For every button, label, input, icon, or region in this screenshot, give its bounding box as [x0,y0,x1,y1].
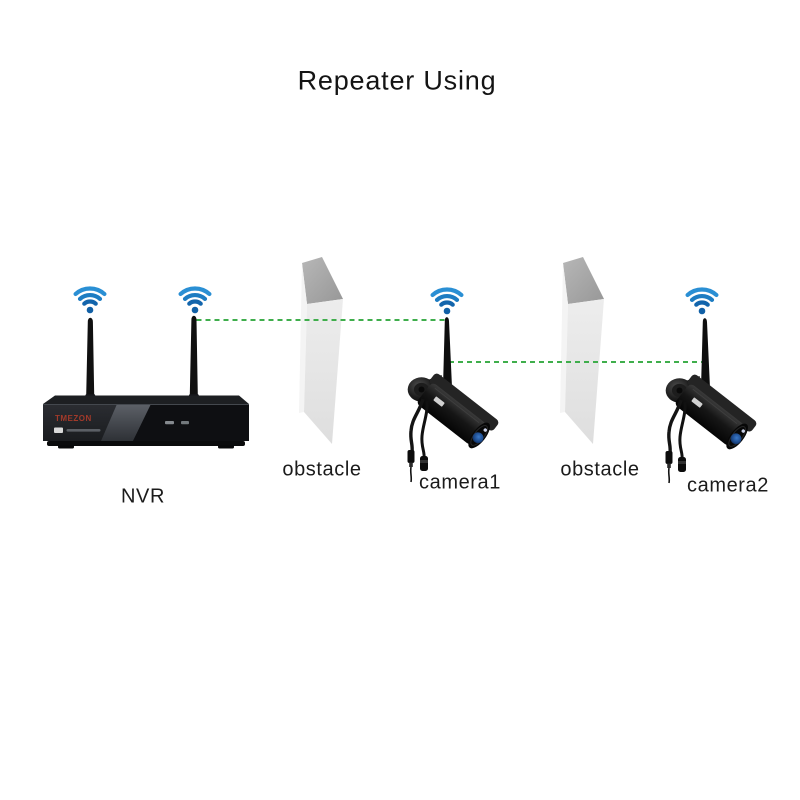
nvr-brand-logo: TMEZON [55,414,92,423]
nvr-indicator-1 [165,421,174,425]
nvr-antenna-right [189,315,198,395]
wifi-icon [433,289,462,314]
nvr-antenna-left [86,317,95,395]
wifi-icon [688,289,717,314]
camera1-device [405,315,502,484]
wifi-icon [76,288,105,313]
camera2-label: camera2 [686,474,770,497]
camera2-device [663,316,760,485]
diagram-title: Repeater Using [297,65,497,96]
camera1-label: camera1 [418,471,502,494]
obstacle-left [299,257,343,444]
obstacle-right-label: obstacle [560,458,640,481]
nvr-device: TMEZON [43,315,249,449]
wifi-icon [181,288,210,313]
obstacle-left-label: obstacle [282,458,362,481]
nvr-badge [54,427,63,433]
nvr-indicator-2 [181,421,189,425]
nvr-label: NVR [120,485,166,508]
obstacle-right [560,257,604,444]
